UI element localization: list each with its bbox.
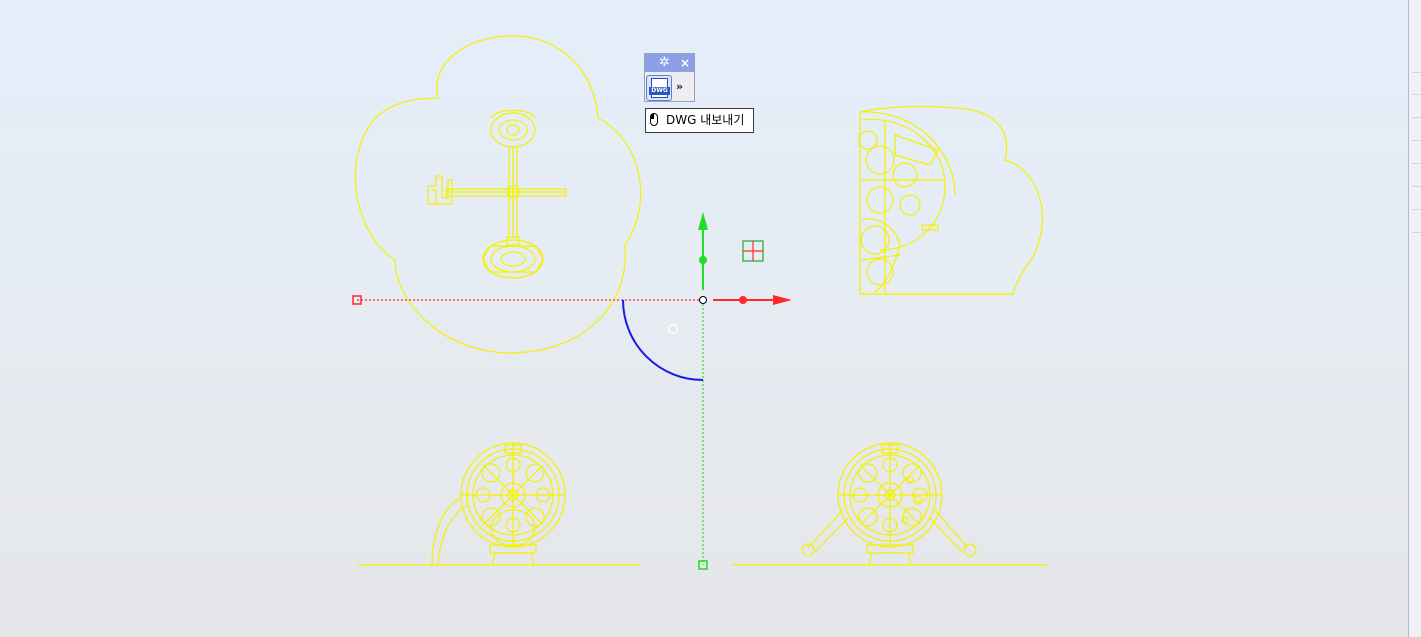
rotation-pivot-marker	[667, 323, 679, 335]
x-axis-arrowhead[interactable]	[773, 295, 792, 305]
rear-view-drawing	[732, 442, 1048, 566]
panel-divider	[1412, 94, 1421, 95]
transform-gizmo[interactable]	[352, 212, 792, 570]
floating-mini-toolbar: ✲ × DWG »	[644, 53, 695, 102]
panel-divider	[1412, 72, 1421, 73]
expand-more-button[interactable]: »	[676, 80, 684, 93]
side-view-drawing	[858, 105, 1044, 295]
tooltip-text: DWG 내보내기	[666, 113, 745, 127]
tooltip: DWG 내보내기	[645, 108, 754, 133]
mini-toolbar-header[interactable]: ✲ ×	[645, 54, 694, 72]
mouse-left-click-icon	[650, 113, 658, 126]
panel-divider	[1412, 163, 1421, 164]
gear-icon[interactable]: ✲	[659, 55, 670, 70]
gizmo-center[interactable]	[699, 296, 707, 304]
plane-move-handle[interactable]	[742, 240, 764, 262]
x-axis-origin-handle[interactable]	[352, 295, 362, 305]
front-view-drawing	[358, 442, 640, 566]
dwg-icon-label: DWG	[649, 87, 670, 95]
y-axis-arrowhead[interactable]	[698, 212, 708, 230]
panel-divider	[1412, 209, 1421, 210]
panel-divider	[1412, 232, 1421, 233]
close-icon[interactable]: ×	[680, 56, 691, 70]
y-axis-origin-handle[interactable]	[698, 560, 708, 570]
rotation-arc-handle[interactable]	[622, 299, 704, 381]
y-axis-move-handle[interactable]	[699, 256, 707, 264]
x-axis-move-handle[interactable]	[739, 296, 747, 304]
top-view-drawing	[354, 35, 642, 354]
right-panel-edge[interactable]	[1408, 0, 1421, 637]
panel-divider	[1412, 140, 1421, 141]
panel-divider	[1412, 186, 1421, 187]
panel-divider	[1412, 117, 1421, 118]
dwg-export-button[interactable]: DWG	[646, 75, 672, 101]
